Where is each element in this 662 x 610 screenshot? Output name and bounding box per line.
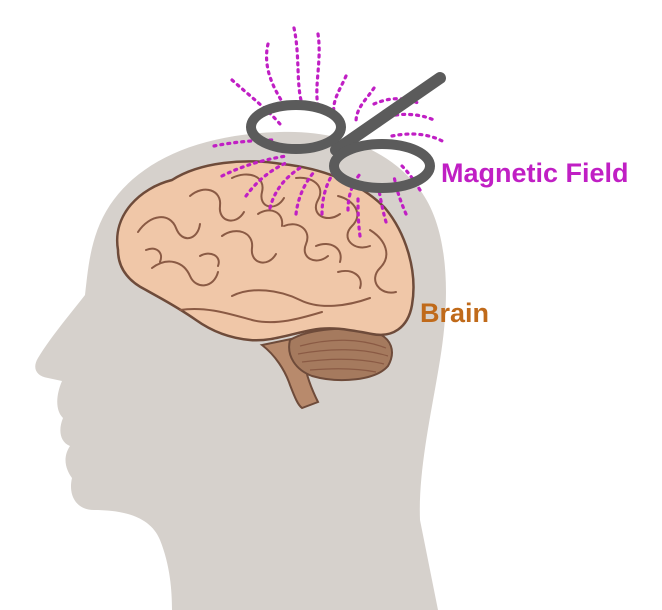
- cerebrum: [115, 160, 415, 342]
- magnetic-field-lines: [212, 26, 446, 238]
- coil-handle: [330, 72, 446, 156]
- cerebrum-folds: [137, 173, 397, 324]
- magnetic-field-label: Magnetic Field: [441, 158, 629, 188]
- brain-label: Brain: [420, 298, 490, 328]
- coil-loop-right: [329, 139, 435, 193]
- coil-loop-left: [246, 100, 346, 154]
- tms-coil-icon: [246, 72, 446, 193]
- cerebellum-folds: [297, 339, 389, 373]
- cerebellum: [288, 327, 393, 382]
